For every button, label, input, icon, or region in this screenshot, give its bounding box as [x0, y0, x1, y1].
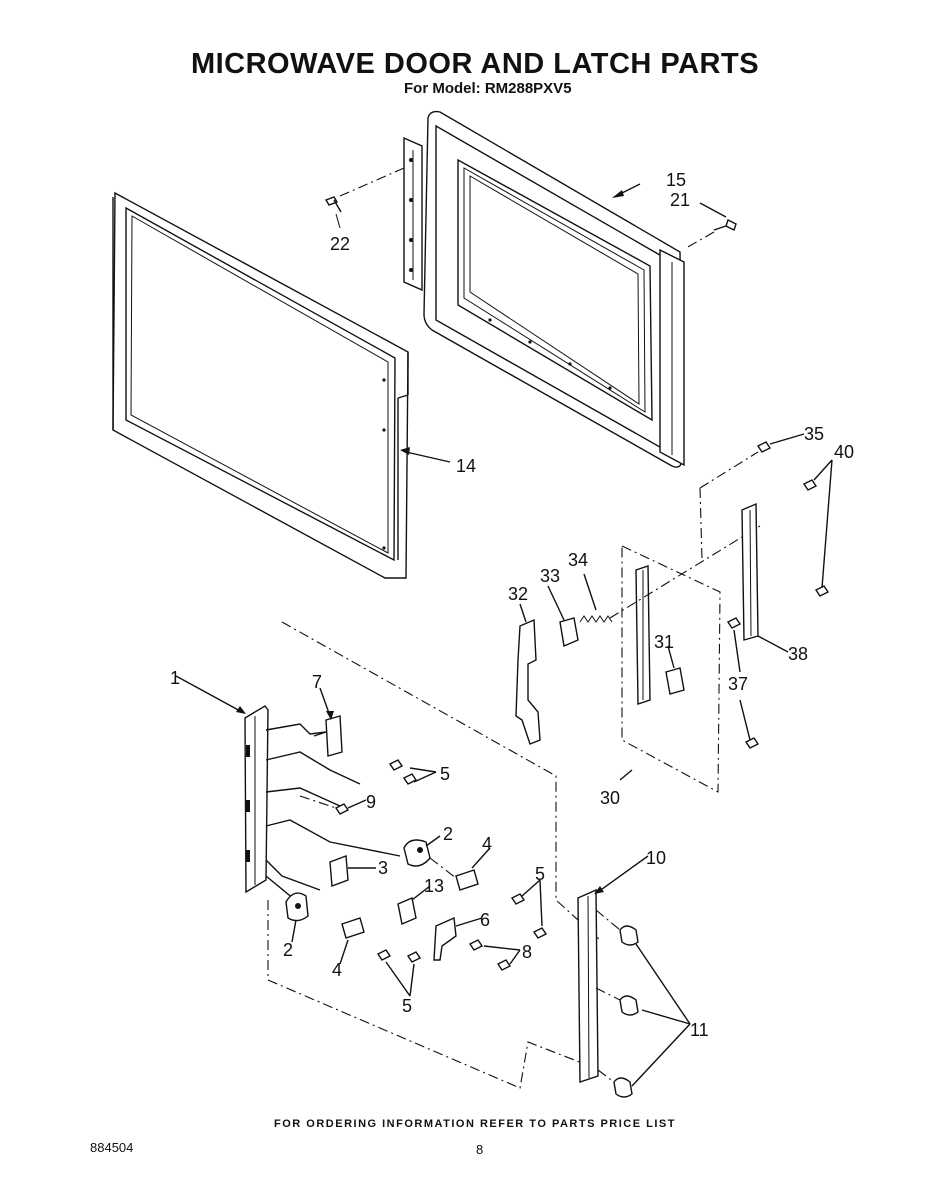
callout-37: 37	[728, 674, 748, 694]
part-11-fasteners	[595, 909, 639, 1098]
leader-lines	[175, 183, 833, 1087]
part-35-screw	[699, 441, 772, 561]
part-10-rail	[577, 888, 599, 1083]
part-5-screws	[376, 759, 548, 963]
page-title: MICROWAVE DOOR AND LATCH PARTS	[190, 48, 760, 80]
callout-5-c: 5	[402, 996, 412, 1016]
callout-31: 31	[654, 632, 674, 652]
part-30-latch-outline	[621, 545, 721, 793]
part-40-screws	[802, 479, 830, 597]
part-2-cam-upper	[403, 839, 431, 867]
part-7-bracket	[313, 715, 343, 757]
callout-13: 13	[424, 876, 444, 896]
ordering-note: FOR ORDERING INFORMATION REFER TO PARTS …	[274, 1118, 676, 1130]
part-30-latch-plate	[635, 565, 651, 705]
callout-4-upper: 4	[482, 834, 492, 854]
part-4-switch-lower	[341, 917, 365, 939]
callout-3: 3	[378, 858, 388, 878]
document-number: 884504	[90, 1140, 134, 1155]
part-37-screws	[726, 617, 760, 749]
callout-7: 7	[312, 672, 322, 692]
envelope-outline-lower	[267, 900, 601, 1089]
part-6-lever	[433, 916, 457, 961]
part-8-screws	[468, 939, 512, 971]
callout-1: 1	[170, 668, 180, 688]
part-3-spring	[329, 855, 349, 887]
callout-14: 14	[456, 456, 476, 476]
callout-32: 32	[508, 584, 528, 604]
callout-9: 9	[366, 792, 376, 812]
callout-5-a: 5	[440, 764, 450, 784]
page-number: 8	[476, 1142, 484, 1157]
part-31-hook	[665, 667, 685, 695]
callout-30: 30	[600, 788, 620, 808]
part-34-spring	[579, 525, 761, 623]
part-4-switch-upper	[429, 857, 479, 891]
callout-5-b: 5	[535, 864, 545, 884]
part-14-door-frame	[112, 191, 409, 579]
part-2-cam-lower	[285, 892, 309, 922]
callout-4-lower: 4	[332, 960, 342, 980]
callout-40: 40	[834, 442, 854, 462]
callout-33: 33	[540, 566, 560, 586]
part-22-screw	[324, 167, 405, 229]
part-21-screw	[685, 202, 737, 249]
callout-34: 34	[568, 550, 588, 570]
part-1-latch-bracket	[244, 705, 401, 905]
callout-38: 38	[788, 644, 808, 664]
callout-2-upper: 2	[443, 824, 453, 844]
model-subtitle: For Model: RM288PXV5	[404, 80, 572, 97]
callout-35: 35	[804, 424, 824, 444]
part-32-latch-arm	[515, 618, 541, 745]
callout-21: 21	[670, 190, 690, 210]
callout-11: 11	[690, 1020, 709, 1040]
callout-15: 15	[666, 170, 686, 190]
part-13-actuator	[397, 897, 417, 925]
callout-8: 8	[522, 942, 532, 962]
part-9-screw	[299, 795, 350, 815]
callout-2-lower: 2	[283, 940, 293, 960]
callout-6: 6	[480, 910, 490, 930]
part-15-door-assembly	[403, 110, 685, 468]
callout-10: 10	[646, 848, 666, 868]
part-33-catch	[559, 617, 579, 647]
callout-labels: 1 2 2 3 4 4 5 5 5 6 7 8 9 10 11 13 14 15…	[170, 170, 854, 1040]
part-38-latch-plate	[741, 502, 759, 641]
callout-22: 22	[330, 234, 350, 254]
